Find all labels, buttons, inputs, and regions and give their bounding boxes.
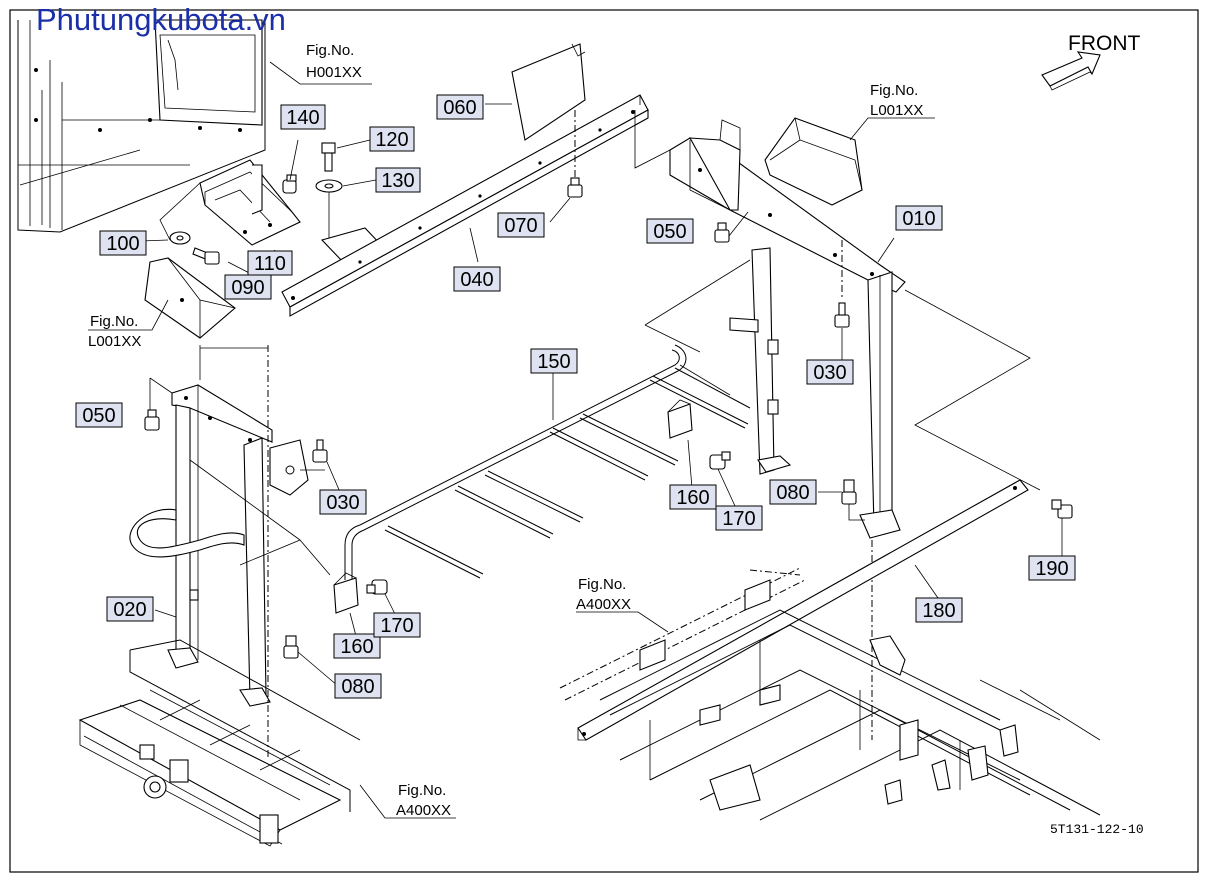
watermark-logo: Phutungkubota.vn (36, 2, 286, 37)
bolt-140 (282, 174, 297, 194)
callout-label: 120 (375, 129, 408, 151)
plate-060 (511, 43, 586, 141)
platform-left (78, 639, 361, 847)
callout-130: 130 (375, 167, 421, 193)
callout-label: 180 (922, 600, 955, 622)
front-arrow-icon (1041, 51, 1101, 91)
frame-020 (129, 384, 309, 707)
fig-ref-a400-bottom-line2: A400XX (396, 802, 451, 819)
clamp-160-left (333, 572, 359, 614)
callout-label: 050 (653, 221, 686, 243)
bolt-030-left (312, 439, 328, 463)
cab-panel-outline (17, 19, 266, 233)
fig-ref-a400-bottom-line1: Fig.No. (398, 782, 446, 799)
diagram-frame (9, 9, 1199, 873)
leader-l001-left (88, 299, 169, 331)
callout-070: 070 (497, 212, 545, 238)
fig-ref-l001-right-line1: Fig.No. (870, 82, 918, 99)
washer-130 (315, 179, 343, 193)
washer-100 (169, 231, 191, 245)
callout-label: 030 (813, 362, 846, 384)
callout-090: 090 (224, 274, 272, 300)
callout-label: 160 (340, 636, 373, 658)
callout-040: 040 (453, 266, 501, 292)
bolt-080-left (283, 635, 299, 659)
callout-label: 030 (326, 492, 359, 514)
fig-ref-l001-left-line1: Fig.No. (90, 313, 138, 330)
callout-label: 050 (82, 405, 115, 427)
bolt-030-right (834, 302, 850, 328)
leader-a400-bottom (359, 784, 456, 819)
fig-ref-h001-line2: H001XX (306, 64, 362, 81)
leader-a400-right (576, 611, 669, 633)
callout-160-left: 160 (333, 633, 381, 659)
callout-label: 110 (254, 253, 286, 275)
front-label: FRONT (1068, 32, 1140, 55)
callout-label: 080 (776, 482, 809, 504)
callout-label: 090 (231, 277, 264, 299)
fig-ref-l001-right-line2: L001XX (870, 102, 923, 119)
bolt-070 (567, 177, 583, 198)
callout-030-right: 030 (806, 359, 854, 385)
callout-080-right: 080 (769, 479, 817, 505)
leader-l001-right (849, 117, 935, 141)
rack-150 (344, 344, 751, 580)
bracket-l001-right (764, 117, 863, 206)
callout-label: 160 (676, 487, 709, 509)
callout-120: 120 (369, 126, 415, 152)
callout-050-left: 050 (75, 402, 123, 428)
callout-140: 140 (280, 104, 326, 130)
beam-040 (281, 94, 649, 317)
callout-150: 150 (530, 348, 578, 374)
callout-label: 020 (113, 599, 146, 621)
callout-110: 110 (247, 250, 293, 276)
fig-ref-l001-left-line2: L001XX (88, 333, 141, 350)
callout-010: 010 (895, 205, 943, 231)
callout-label: 150 (537, 351, 570, 373)
callout-label: 080 (341, 676, 374, 698)
callout-label: 060 (443, 97, 476, 119)
callout-label: 040 (460, 269, 493, 291)
callout-100: 100 (99, 230, 147, 256)
bolt-170-right (709, 451, 731, 470)
bolt-170-left (366, 579, 388, 595)
leader-h001 (269, 61, 372, 85)
callout-020: 020 (106, 596, 154, 622)
bolt-050-right (714, 222, 730, 243)
callout-160-right: 160 (669, 484, 717, 510)
callout-190: 190 (1028, 555, 1076, 581)
bolt-190 (1051, 499, 1073, 519)
callout-label: 190 (1035, 558, 1068, 580)
callout-label: 070 (504, 215, 537, 237)
callout-label: 170 (722, 508, 755, 530)
callout-050-right: 050 (646, 218, 694, 244)
fig-ref-h001-line1: Fig.No. (306, 42, 354, 59)
bolt-050-left (144, 409, 160, 431)
bolt-120 (321, 142, 336, 172)
platform-right (559, 567, 1101, 821)
callout-180: 180 (915, 597, 963, 623)
callout-060: 060 (436, 94, 484, 120)
callout-label: 100 (106, 233, 139, 255)
callout-label: 170 (380, 615, 413, 637)
fig-ref-a400-right-line1: Fig.No. (578, 576, 626, 593)
bolt-080-right (841, 479, 857, 505)
drawing-code: 5T131-122-10 (1050, 822, 1144, 837)
callout-label: 140 (286, 107, 319, 129)
callout-label: 130 (381, 170, 414, 192)
callout-label: 010 (902, 208, 935, 230)
bracket-110 (199, 159, 301, 246)
bracket-l001-left (144, 257, 236, 339)
frame-010 (669, 119, 906, 539)
clamp-160-right (667, 399, 693, 439)
bolt-090 (192, 247, 220, 265)
callout-170-right: 170 (715, 505, 763, 531)
callout-170-left: 170 (373, 612, 421, 638)
fig-ref-a400-right-line2: A400XX (576, 596, 631, 613)
callout-080-left: 080 (334, 673, 382, 699)
callout-030-left: 030 (319, 489, 367, 515)
